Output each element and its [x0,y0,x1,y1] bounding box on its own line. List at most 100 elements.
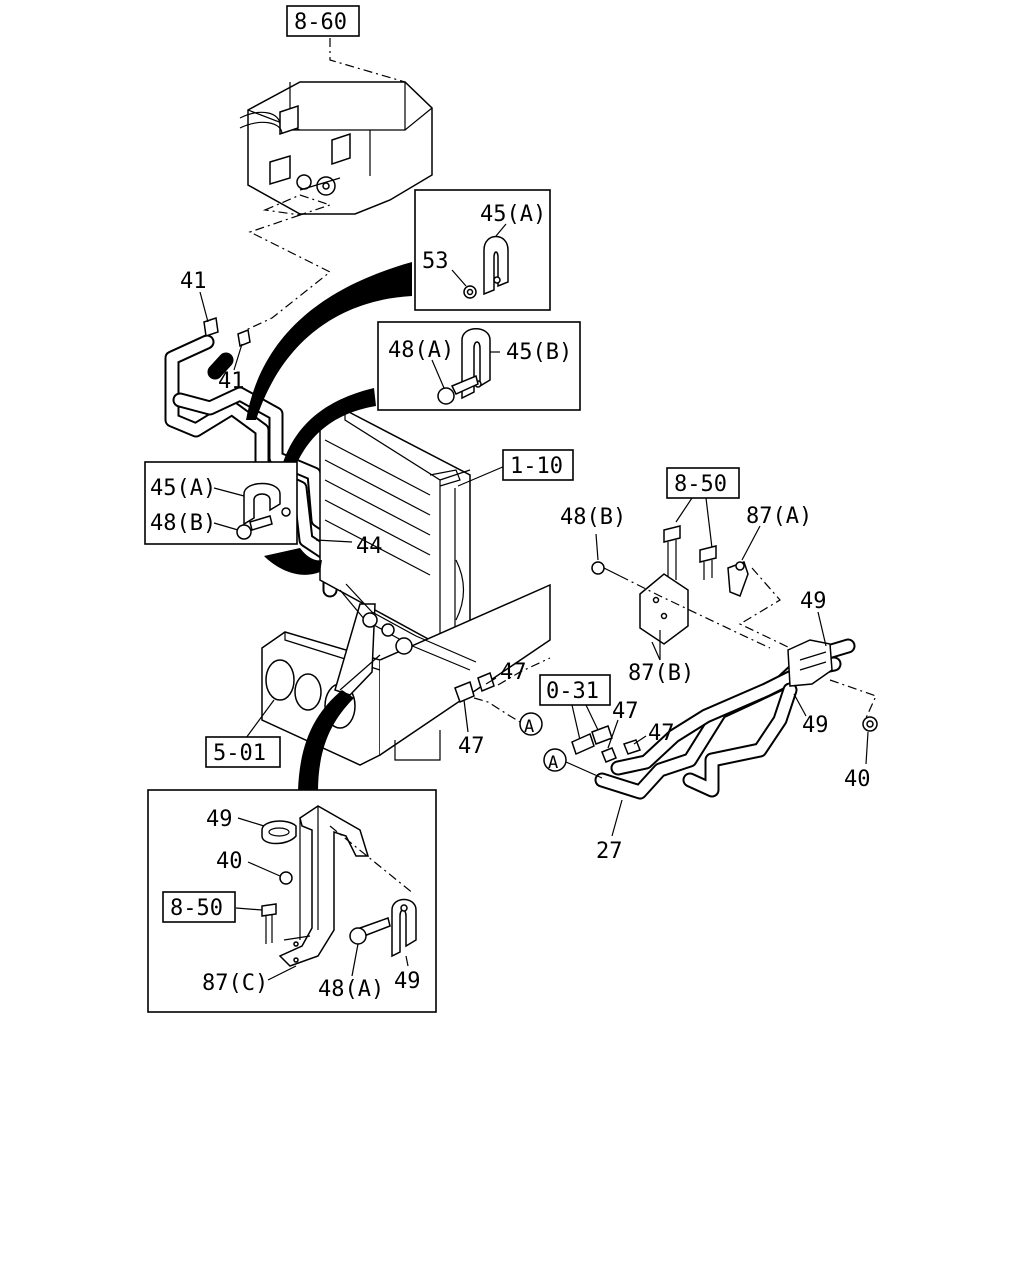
left-clip-45a-icon [243,482,291,526]
clip-49-inset-bottom-icon [391,898,417,958]
leader-49-right-top [817,611,827,647]
ref-box-8-50-inset [162,891,236,923]
leader-87a [741,525,761,561]
bolt-48b-right-icon [591,561,621,577]
inset-box-clip-45a [414,189,551,311]
leader-87b [651,641,661,661]
bolt-8-50-right-b-icon [699,545,717,580]
leader-48b-right [595,533,599,561]
leader-47-center [485,677,497,685]
leader-5-01 [245,699,275,739]
ref-box-0-31 [539,674,611,706]
leader-8-50-right [675,497,713,549]
ref-box-1-10 [502,449,574,481]
leader-49-inset-top [237,817,265,827]
nut-53-icon [463,285,477,299]
callout-49-right-mid: 49 [802,713,829,738]
callout-47-center: 47 [500,660,527,685]
leader-a-right [565,761,603,779]
leader-53 [451,269,467,287]
leader-45a-top [495,223,507,237]
callout-27: 27 [596,839,623,864]
clamp-47-r2-icon [623,739,641,755]
clip-45a-icon [483,235,509,296]
ref-box-8-60 [286,5,360,37]
leader-47-lower [463,699,469,733]
callout-45a-left: 45(A) [150,476,216,501]
leader-dash-right-b [738,567,791,649]
arrow-to-inset-45a [246,262,412,420]
fitting-0-31-b-icon [591,725,613,745]
bolt-8-50-inset-icon [261,903,277,944]
clip-87a-icon [727,561,749,597]
callout-40-right: 40 [844,767,871,792]
marker-a-center [519,712,543,736]
marker-a-center-label: A [524,717,534,737]
ref-label-8-60: 8-60 [294,10,347,35]
leader-48a-inset [351,943,359,977]
callout-48b-right: 48(B) [560,505,626,530]
leader-41-a [199,291,209,323]
ref-label-8-50-inset: 8-50 [170,896,223,921]
callout-49-inset-bottom: 49 [394,969,421,994]
leader-dash-inset [329,825,415,895]
arrow-to-inset-45b [282,388,376,470]
callout-87b: 87(B) [628,661,694,686]
leader-49-right-mid [793,693,807,717]
arrow-to-inset-left [264,548,322,575]
leader-40-inset [247,861,281,877]
leader-40-right [865,731,869,765]
callout-48a-mid: 48(A) [388,338,454,363]
callout-41-b: 41 [218,369,245,394]
leader-48b-left [213,522,239,531]
callout-48a-inset: 48(A) [318,977,384,1002]
leader-48a-mid [431,359,445,389]
leader-47-r1 [607,719,619,749]
leader-1-10 [457,465,506,487]
leader-47-r2 [633,735,647,745]
leader-dash-right-a [619,575,771,649]
left-pipe-run [164,317,348,598]
bolt-8-50-right-a-icon [663,525,681,582]
callout-47-r2: 47 [648,721,675,746]
leader-0-31 [571,704,599,741]
marker-a-right-label: A [548,753,558,773]
bracket-87c-icon [278,805,370,967]
ref-label-8-50-right: 8-50 [674,472,727,497]
left-bolt-48b-icon [236,515,273,540]
leader-44 [315,539,353,543]
callout-87c: 87(C) [202,971,268,996]
marker-a-right [543,748,567,772]
leader-27 [611,799,623,837]
fitting-0-31-a-icon [571,732,595,756]
callout-49-inset-top: 49 [206,807,233,832]
ref-label-5-01: 5-01 [213,741,266,766]
callout-40-inset: 40 [216,849,243,874]
callout-45a-top: 45(A) [480,202,546,227]
nut-40-inset-icon [279,871,293,885]
callout-48b-left: 48(B) [150,511,216,536]
ref-box-5-01 [205,736,281,768]
callout-53: 53 [422,249,449,274]
leader-49-inset-bottom [405,955,409,967]
callout-87a: 87(A) [746,504,812,529]
leader-87c [267,965,297,981]
leader-dash-right-c [829,679,877,719]
bracket-87b-icon [639,573,689,660]
ref-box-8-50-right [666,467,740,499]
callout-49-right-top: 49 [800,589,827,614]
radiator-frame [319,409,471,667]
callout-47-lower: 47 [458,734,485,759]
top-unit-assembly [239,38,433,216]
nut-40-right-icon [862,716,878,732]
right-pipe-run [594,638,856,800]
leader-41-b [233,343,243,371]
leader-45a-left [213,487,245,497]
ref-label-1-10: 1-10 [510,454,563,479]
central-fittings [339,583,551,723]
clip-49-inset-top-icon [261,820,297,845]
clamp-47-r1-icon [601,747,617,763]
ref-label-0-31: 0-31 [546,679,599,704]
callout-41-a: 41 [180,269,207,294]
